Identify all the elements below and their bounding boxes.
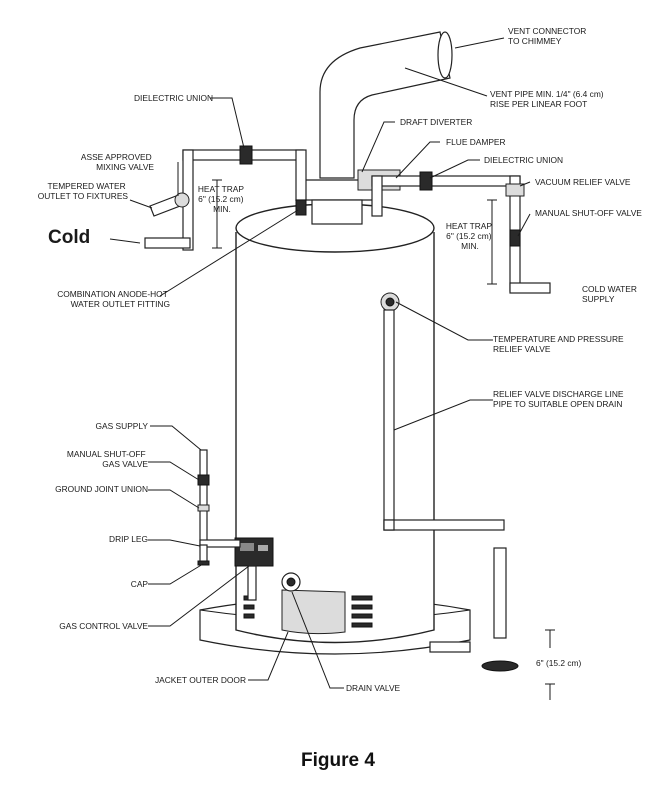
vent-pipe-label: VENT PIPE MIN. 1/4" (6.4 cm) RISE PER LI… (490, 89, 606, 109)
vent-connector-label: VENT CONNECTOR TO CHIMMEY (508, 26, 589, 46)
drain-valve (281, 572, 301, 592)
tank-body (235, 232, 435, 644)
jacket-outer-door-label: JACKET OUTER DOOR (155, 675, 246, 685)
leader-lines (109, 37, 531, 689)
tempered-water-label: TEMPERED WATER OUTLET TO FIXTURES (38, 181, 129, 201)
cap-label: CAP (131, 579, 149, 589)
dielectric-union-right-label: DIELECTRIC UNION (484, 155, 563, 165)
vent-system (295, 31, 453, 225)
pan-drain-pipe (429, 641, 471, 653)
jacket-door (281, 589, 346, 635)
discharge-line-label: RELIEF VALVE DISCHARGE LINE PIPE TO SUIT… (493, 389, 626, 409)
anode-fitting-label: COMBINATION ANODE-HOT WATER OUTLET FITTI… (57, 289, 170, 309)
ground-joint-union-label: GROUND JOINT UNION (55, 484, 148, 494)
vacuum-relief-label: VACUUM RELIEF VALVE (535, 177, 631, 187)
tp-relief-discharge (380, 292, 507, 639)
figure-caption: Figure 4 (301, 750, 375, 771)
draft-diverter-label: DRAFT DIVERTER (400, 117, 472, 127)
heat-trap-left-label: HEAT TRAP 6" (15.2 cm) MIN. (198, 184, 246, 214)
dielectric-union-left-label: DIELECTRIC UNION (134, 93, 213, 103)
drain-valve-label: DRAIN VALVE (346, 683, 401, 693)
water-heater-artwork (109, 31, 555, 700)
hot-water-plumbing (144, 145, 307, 251)
gas-control-valve (234, 537, 274, 601)
manual-shutoff-water-label: MANUAL SHUT-OFF VALVE (535, 208, 642, 218)
gas-supply-line (197, 449, 241, 566)
heat-trap-right-label: HEAT TRAP 6" (15.2 cm) MIN. (446, 221, 494, 251)
gas-supply-label: GAS SUPPLY (96, 421, 149, 431)
asse-mixing-valve-label: ASSE APPROVED MIXING VALVE (81, 152, 154, 172)
drain-gap-label: 6" (15.2 cm) (536, 658, 582, 668)
tp-relief-label: TEMPERATURE AND PRESSURE RELIEF VALVE (493, 334, 626, 354)
flue-damper-label: FLUE DAMPER (446, 137, 506, 147)
gas-control-valve-label: GAS CONTROL VALVE (59, 621, 148, 631)
callout-labels: VENT CONNECTOR TO CHIMMEY VENT PIPE MIN.… (38, 26, 643, 693)
cold-label: Cold (48, 227, 90, 248)
heat-trap-dimensions (212, 179, 555, 700)
cold-water-supply-label: COLD WATER SUPPLY (582, 284, 639, 304)
manual-shutoff-gas-label: MANUAL SHUT-OFF GAS VALVE (67, 449, 149, 469)
drip-leg-label: DRIP LEG (109, 534, 148, 544)
open-drain (481, 660, 519, 672)
cold-water-plumbing (371, 171, 551, 294)
